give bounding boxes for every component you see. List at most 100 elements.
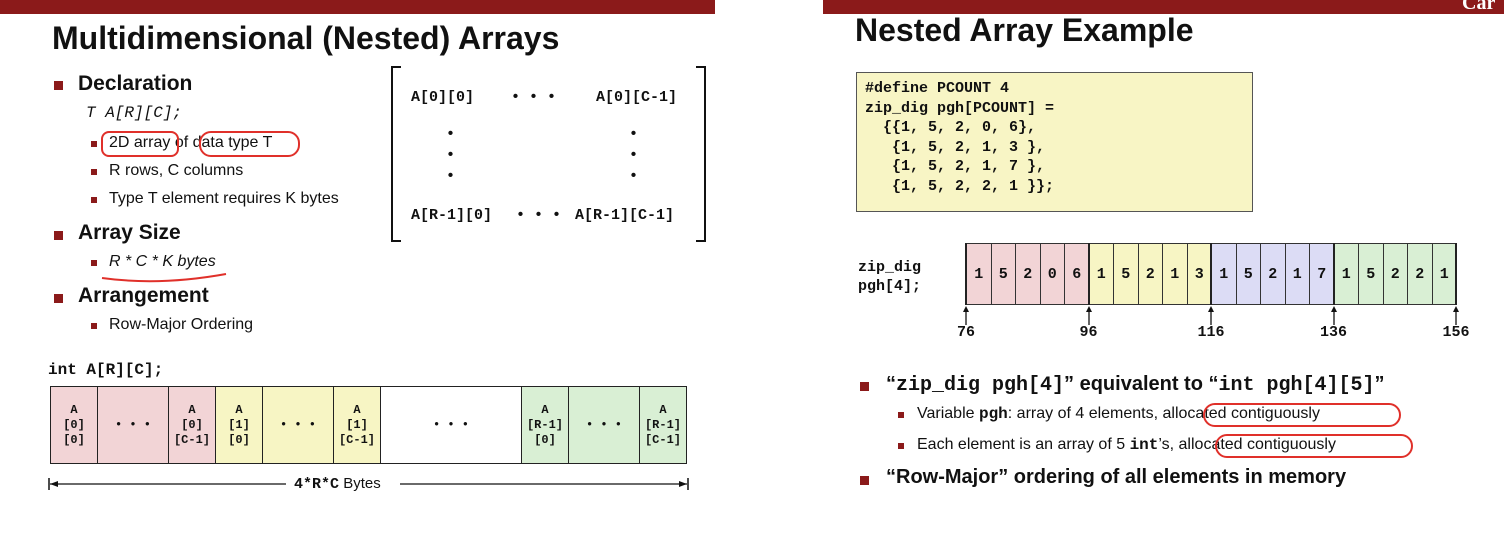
2d-array-text: 2D array — [109, 134, 171, 151]
pgh-value-cell: 1 — [1211, 243, 1237, 305]
bullet-square — [54, 294, 63, 303]
address-label: 96 — [1079, 324, 1098, 341]
code-line: {1, 5, 2, 2, 1 }}; — [865, 177, 1055, 195]
sub-bullet-square — [91, 197, 97, 203]
address-label: 156 — [1442, 324, 1470, 341]
annotation-underline — [101, 273, 227, 283]
group-border — [1087, 243, 1090, 305]
bytes-label: 4*R*C Bytes — [294, 475, 381, 493]
group-border — [1210, 243, 1212, 305]
annotation-oval-2d-array — [101, 131, 179, 157]
bullet-square — [860, 382, 869, 391]
pgh-value-cell: 1 — [1333, 243, 1359, 305]
pgh-value-cell: 1 — [1284, 243, 1310, 305]
left-header-bar — [0, 0, 715, 14]
bytes-label-text: Bytes — [343, 475, 381, 492]
q-open: “ — [886, 373, 896, 395]
pgh-value-cell: 1 — [966, 243, 992, 305]
code-line: zip_dig pgh[PCOUNT] = — [865, 99, 1055, 117]
matrix-vdots-right: ••• — [629, 126, 639, 185]
group-border — [1455, 243, 1457, 305]
memory-cell: A [R-1] [0] — [521, 386, 569, 464]
declaration-syntax-text: T A[R][C]; — [86, 104, 183, 122]
matrix-top-dots: • • • — [511, 89, 557, 106]
sub2-a: Each element is an array of 5 — [917, 436, 1130, 453]
bytes-label-formula: 4*R*C — [294, 476, 340, 493]
right-header-bar — [823, 0, 1504, 14]
pgh-value-cell: 2 — [1015, 243, 1041, 305]
matrix-bracket-right — [696, 66, 706, 242]
declaration-heading: Declaration — [78, 72, 193, 95]
pgh-value-cell: 3 — [1186, 243, 1212, 305]
right-mem-label-line1: zip_dig — [858, 259, 922, 276]
sub2-code: int — [1129, 436, 1159, 454]
sub-bullet-square — [91, 169, 97, 175]
pgh-value-cell: 7 — [1309, 243, 1335, 305]
sub-bullet-square — [91, 260, 97, 266]
pgh-value-cell: 0 — [1039, 243, 1065, 305]
sub-bullet-square — [91, 141, 97, 147]
code-line: {1, 5, 2, 1, 7 }, — [865, 158, 1046, 175]
code-box: #define PCOUNT 4 zip_dig pgh[PCOUNT] = {… — [856, 72, 1253, 212]
annotation-oval-contiguous-1 — [1203, 403, 1401, 427]
pgh-value-cell: 5 — [1358, 243, 1384, 305]
pgh-value-cell: 5 — [990, 243, 1016, 305]
memory-cell: A [0] [0] — [50, 386, 98, 464]
address-arrow — [1330, 306, 1337, 325]
memory-cell: • • • — [262, 386, 334, 464]
address-arrow — [1453, 306, 1459, 325]
pgh-value-cell: 5 — [1113, 243, 1139, 305]
matrix-top-left: A[0][0] — [411, 89, 475, 106]
array-size-heading: Array Size — [78, 221, 181, 244]
address-arrow — [1208, 306, 1214, 325]
pgh-value-cell: 2 — [1260, 243, 1286, 305]
matrix-bot-left: A[R-1][0] — [411, 207, 493, 224]
address-label: 136 — [1319, 324, 1347, 341]
memory-cell: • • • — [568, 386, 640, 464]
declaration-syntax: T A[R][C]; — [86, 104, 182, 122]
decl-bullet-3: Type T element requires K bytes — [109, 190, 339, 207]
sub2-b: ’s, — [1158, 436, 1179, 453]
row-major-bullet: “Row-Major” ordering of all elements in … — [886, 466, 1347, 488]
pgh-value-cell: 1 — [1431, 243, 1457, 305]
left-mem-label: int A[R][C]; — [48, 361, 164, 379]
code-line: #define PCOUNT 4 — [865, 80, 1010, 97]
code-line: {{1, 5, 2, 0, 6}, — [865, 119, 1037, 136]
matrix-bot-right: A[R-1][C-1] — [575, 207, 675, 224]
annotation-oval-data-type — [199, 131, 300, 157]
equivalence-bullet: “zip_dig pgh[4]” equivalent to “int pgh[… — [886, 373, 1385, 397]
sub1-c: allocated contiguously — [1162, 405, 1320, 422]
annotation-oval-contiguous-2 — [1215, 434, 1413, 458]
memory-cell: A [1] [C-1] — [333, 386, 381, 464]
pgh-value-cell: 1 — [1162, 243, 1188, 305]
memory-cell: A [1] [0] — [215, 386, 263, 464]
right-mem-label: zip_dig pgh[4]; — [858, 258, 921, 296]
pgh-value-cell: 2 — [1382, 243, 1408, 305]
right-mem-label-line2: pgh[4]; — [858, 278, 922, 295]
array-size-formula: R * C * K bytes — [109, 253, 216, 270]
sub-bullet-pgh: Variable pgh: array of 4 elements, alloc… — [917, 405, 1320, 423]
decl-bullet-2: R rows, C columns — [109, 162, 244, 179]
bullet-square — [860, 476, 869, 485]
memory-cell: • • • — [97, 386, 169, 464]
sub-bullet-square — [898, 443, 904, 449]
q-close: ” — [1374, 373, 1385, 395]
sub-bullet-square — [91, 323, 97, 329]
arrangement-item: Row-Major Ordering — [109, 316, 254, 333]
sub-bullet-square — [898, 412, 904, 418]
data-type-text: data type T — [192, 134, 273, 151]
memory-cell: • • • — [380, 386, 522, 464]
sub1-a: Variable — [917, 405, 979, 422]
pgh-value-cell: 2 — [1407, 243, 1433, 305]
right-slide-title: Nested Array Example — [855, 12, 1194, 48]
address-label: 116 — [1197, 324, 1225, 341]
pgh-value-cell: 6 — [1064, 243, 1090, 305]
equiv-text: ” equivalent to “ — [1064, 373, 1219, 395]
bullet-square — [54, 81, 63, 90]
memory-cell: A [0] [C-1] — [168, 386, 216, 464]
address-label: 76 — [956, 324, 975, 341]
code-line: {1, 5, 2, 1, 3 }, — [865, 138, 1046, 156]
group-border — [1332, 243, 1335, 305]
matrix-vdots-left: ••• — [446, 126, 456, 185]
sub1-b: : array of 4 elements, — [1007, 405, 1163, 422]
